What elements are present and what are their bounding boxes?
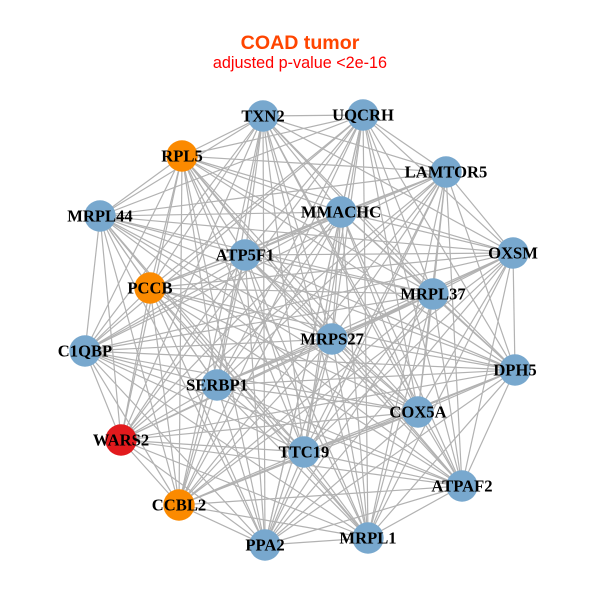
svg-text:MRPS27: MRPS27 [300,329,364,348]
svg-text:WARS2: WARS2 [93,430,149,449]
svg-text:MRPL44: MRPL44 [67,206,132,225]
svg-text:MRPL37: MRPL37 [400,284,465,303]
svg-text:CCBL2: CCBL2 [152,495,206,514]
svg-text:TXN2: TXN2 [241,106,284,125]
svg-text:UQCRH: UQCRH [332,105,394,124]
svg-text:OXSM: OXSM [488,243,538,262]
svg-text:COX5A: COX5A [389,402,446,421]
svg-text:RPL5: RPL5 [161,146,202,165]
svg-text:TTC19: TTC19 [279,442,330,461]
svg-text:C1QBP: C1QBP [58,341,112,360]
svg-text:PPA2: PPA2 [245,535,284,554]
svg-text:PCCB: PCCB [127,278,172,297]
svg-text:LAMTOR5: LAMTOR5 [405,162,488,181]
svg-text:MMACHC: MMACHC [301,202,381,221]
svg-text:DPH5: DPH5 [493,360,536,379]
svg-text:COAD tumor: COAD tumor [241,32,360,54]
svg-text:ATP5F1: ATP5F1 [216,245,275,264]
svg-text:adjusted p-value <2e-16: adjusted p-value <2e-16 [213,54,387,72]
svg-text:MRPL1: MRPL1 [339,528,396,547]
svg-text:SERBP1: SERBP1 [186,375,248,394]
svg-text:ATPAF2: ATPAF2 [431,476,492,495]
